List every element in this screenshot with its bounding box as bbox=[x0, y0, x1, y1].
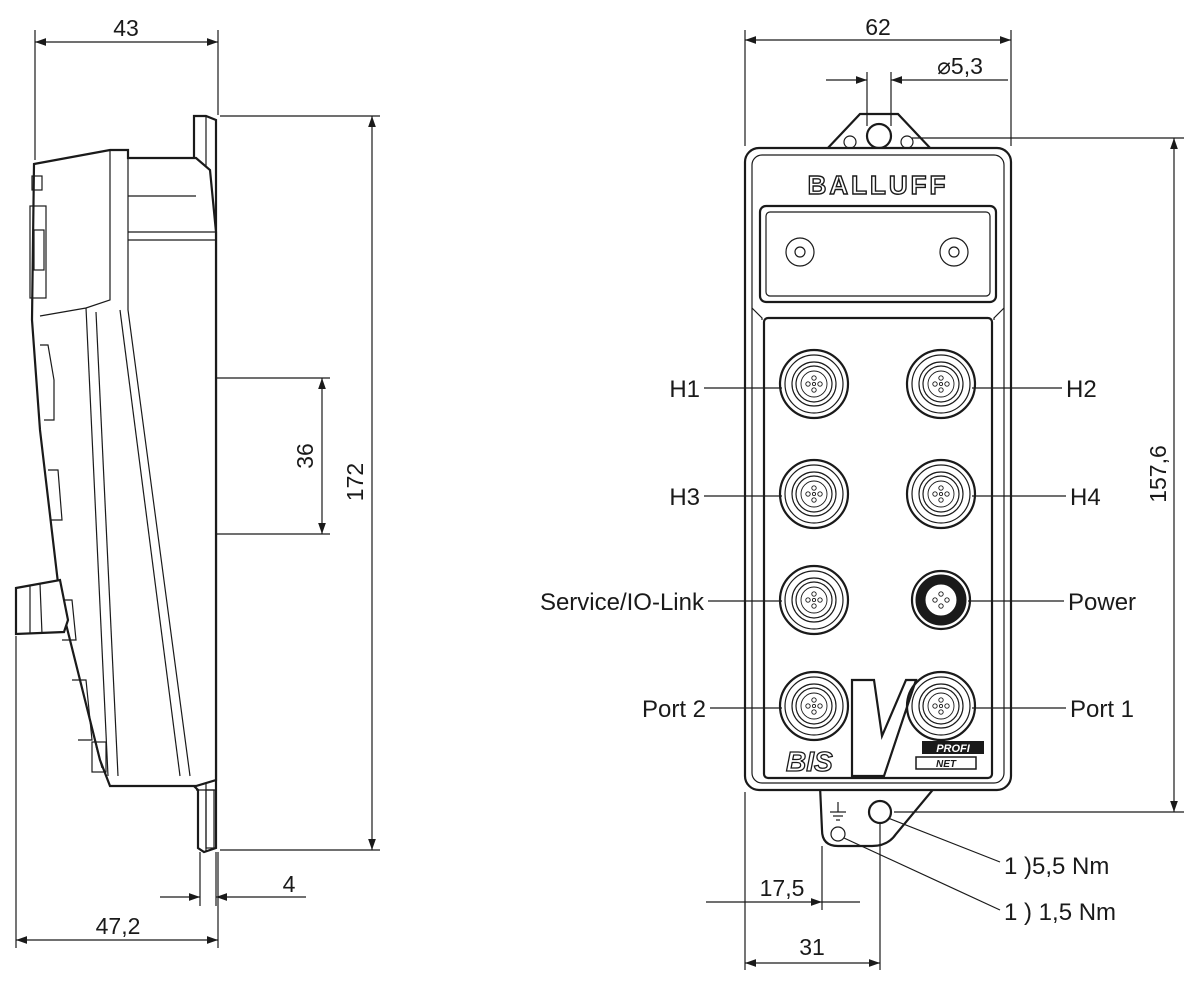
dim-side-width-bottom: 47,2 bbox=[15, 636, 219, 948]
label-power: Power bbox=[1068, 589, 1136, 616]
profinet-logo: PROFI NET bbox=[915, 741, 984, 770]
ground-icon bbox=[830, 802, 846, 821]
ground-screw-hole bbox=[830, 826, 846, 842]
side-view-outline bbox=[14, 114, 218, 854]
dim-front-width-label: 62 bbox=[865, 14, 891, 40]
top-mounting-ear bbox=[823, 112, 935, 152]
bottom-ground-ear bbox=[818, 784, 939, 848]
svg-text:PROFI: PROFI bbox=[936, 743, 971, 755]
dim-front-height: 157,6 bbox=[894, 137, 1184, 813]
label-service: Service/IO-Link bbox=[540, 589, 705, 616]
torque-ground-label: 1 ) 1,5 Nm bbox=[1004, 899, 1116, 926]
dim-front-width: 62 bbox=[744, 14, 1012, 146]
dim-side-height-label: 172 bbox=[342, 463, 368, 501]
label-plate bbox=[758, 204, 998, 304]
dim-side-width-top: 43 bbox=[34, 15, 219, 160]
torque-callouts: 1 )5,5 Nm 1 ) 1,5 Nm bbox=[843, 817, 1116, 926]
v-logo bbox=[850, 678, 918, 778]
front-view: BALLUFF bbox=[540, 14, 1184, 970]
label-port2: Port 2 bbox=[642, 696, 706, 723]
svg-text:NET: NET bbox=[936, 759, 957, 770]
dim-offset-small: 17,5 bbox=[706, 846, 860, 910]
dim-hole-diameter: ⌀5,3 bbox=[826, 53, 1008, 126]
mounting-hole-bottom bbox=[867, 799, 893, 825]
label-h2: H2 bbox=[1066, 376, 1097, 403]
dim-front-height-label: 157,6 bbox=[1145, 445, 1171, 503]
dim-offset-small-label: 17,5 bbox=[760, 875, 805, 901]
label-port1: Port 1 bbox=[1070, 696, 1134, 723]
label-h3: H3 bbox=[669, 484, 700, 511]
connector-power bbox=[910, 569, 972, 631]
dim-side-slot-label: 36 bbox=[292, 443, 318, 469]
dim-side-plate-thickness-label: 4 bbox=[283, 871, 296, 897]
side-view: 43 172 36 4 47,2 bbox=[14, 15, 380, 948]
dim-offset-large: 31 bbox=[744, 792, 881, 970]
module-housing bbox=[743, 146, 1013, 792]
bis-mark: BIS bbox=[786, 746, 833, 777]
dim-side-width-top-label: 43 bbox=[113, 15, 139, 41]
brand-logo: BALLUFF bbox=[808, 170, 949, 200]
dim-hole-diameter-label: ⌀5,3 bbox=[937, 53, 983, 79]
connector-labels: H1 H2 H3 H4 Service/IO-Link Power Port 2… bbox=[540, 376, 1136, 723]
dim-offset-large-label: 31 bbox=[799, 934, 825, 960]
label-h4: H4 bbox=[1070, 484, 1101, 511]
dim-side-plate-thickness: 4 bbox=[160, 852, 306, 906]
label-h1: H1 bbox=[669, 376, 700, 403]
torque-mount-label: 1 )5,5 Nm bbox=[1004, 853, 1109, 880]
dim-side-slot: 36 bbox=[216, 377, 330, 535]
dim-side-width-bottom-label: 47,2 bbox=[96, 913, 141, 939]
dim-side-height: 172 bbox=[220, 115, 380, 851]
connector-panel bbox=[762, 316, 994, 780]
